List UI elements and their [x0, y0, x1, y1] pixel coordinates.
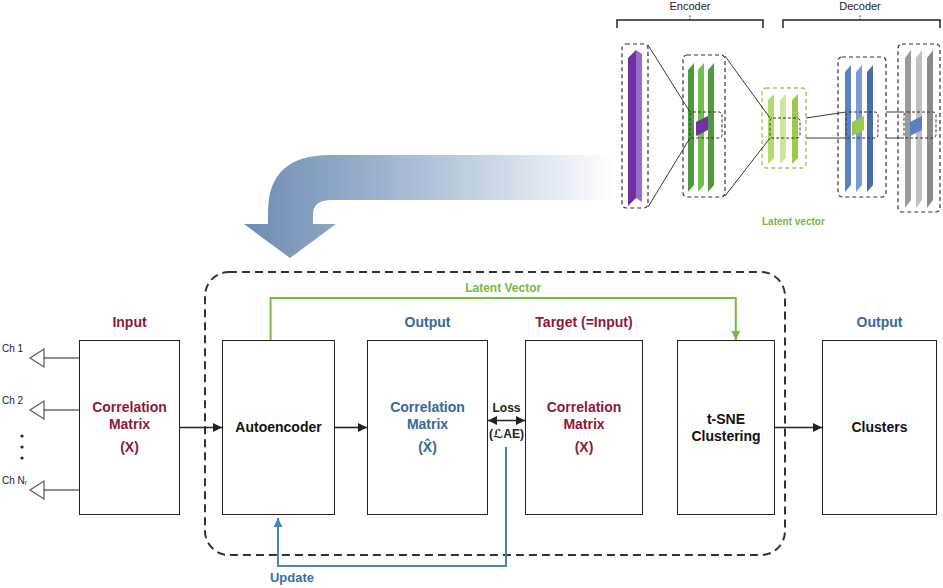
pipeline-frame	[205, 272, 785, 555]
output-box: OutputCorrelation Matrix(X̂)	[367, 340, 488, 515]
input-box: InputCorrelation Matrix(X)	[79, 340, 180, 515]
channel-label: Ch 1	[2, 343, 42, 354]
box-text: (X)	[571, 439, 598, 456]
layer-slab	[628, 50, 636, 206]
ellipsis-dot	[20, 445, 23, 448]
projection-line	[725, 138, 770, 196]
box-text: (X)	[116, 439, 143, 456]
feedback-label: Update	[252, 570, 332, 585]
kernel-frame	[846, 112, 878, 138]
box-heading: Output	[348, 314, 507, 330]
flow-arrow	[488, 420, 525, 422]
kernel-frame	[770, 118, 800, 138]
antenna-symbol	[30, 349, 79, 367]
box-heading: Output	[803, 314, 943, 330]
antenna-triangle	[30, 481, 44, 499]
box-body: Correlation Matrix (X̂)	[368, 341, 487, 514]
layer-slab	[708, 63, 714, 192]
flow-arrow	[271, 298, 736, 340]
layer-frame	[762, 88, 806, 168]
decoder-pointer	[860, 14, 861, 20]
projection-line	[886, 138, 904, 139]
box-text: t-SNE Clustering	[678, 411, 774, 445]
edge-label: Loss (ℒAE)	[484, 395, 530, 447]
projection-line	[725, 56, 770, 118]
output-box: OutputClusters	[822, 340, 937, 515]
ellipsis-dot	[20, 434, 23, 437]
box-body: Correlation Matrix (X)	[80, 341, 179, 514]
box-text: (X̂)	[414, 439, 441, 456]
projection-line	[806, 112, 846, 118]
kernel-patch	[910, 116, 922, 136]
kernel-patch	[696, 116, 708, 136]
projection-line	[886, 112, 904, 113]
process-box: t-SNE Clustering	[677, 340, 775, 515]
layer-slab	[867, 65, 873, 192]
layer-slab	[780, 94, 786, 164]
decoder-bracket	[783, 20, 940, 28]
layer-slab	[688, 63, 694, 192]
antenna-feed	[44, 357, 79, 358]
layer-slab	[768, 94, 774, 164]
box-body: Correlation Matrix (X)	[526, 341, 642, 514]
edge-label: Latent Vector	[433, 281, 573, 296]
section-label: Encoder	[650, 0, 730, 12]
projection-line	[806, 138, 846, 139]
process-box: Autoencoder	[222, 340, 335, 515]
layer-slab	[792, 94, 798, 164]
kernel-patch	[852, 116, 864, 136]
channel-label: Ch 2	[2, 395, 42, 406]
box-heading: Input	[60, 314, 199, 330]
box-body: Autoencoder	[223, 341, 334, 514]
encoder-pointer	[690, 14, 691, 20]
box-text: Autoencoder	[231, 419, 325, 436]
box-text: Correlation Matrix	[80, 399, 179, 433]
box-text: Correlation Matrix	[526, 399, 642, 433]
flow-arrow	[180, 427, 222, 429]
box-text: Correlation Matrix	[368, 399, 487, 433]
flow-arrow	[335, 427, 367, 429]
layer-slab	[927, 50, 933, 208]
kernel-frame	[904, 112, 936, 138]
ellipsis-dot	[20, 456, 23, 459]
projection-lines	[648, 45, 904, 207]
projection-line	[648, 138, 690, 207]
target-box: Target (=Input)Correlation Matrix(X)	[525, 340, 643, 515]
layer-slab	[636, 50, 642, 202]
box-body: Clusters	[823, 341, 936, 514]
flow-arrow	[775, 427, 822, 429]
encoder-bracket	[617, 20, 763, 28]
antenna-triangle	[30, 401, 44, 419]
layer-frame	[838, 57, 886, 197]
box-text: Clusters	[847, 419, 911, 436]
layer-frame	[898, 44, 940, 212]
section-label: Decoder	[820, 0, 900, 12]
layer-frame	[683, 55, 725, 197]
box-body: t-SNE Clustering	[678, 341, 774, 514]
antenna-triangle	[30, 349, 44, 367]
antenna-feed	[44, 409, 79, 410]
box-heading: Target (=Input)	[506, 314, 662, 330]
antenna-symbol	[30, 481, 79, 499]
layer-frame	[622, 44, 648, 208]
kernel-frame	[690, 112, 722, 138]
projection-line	[648, 45, 690, 112]
antenna-symbol	[30, 401, 79, 419]
antenna-feed	[44, 489, 79, 490]
latent-label: Latent vector	[762, 216, 852, 227]
transition-arrow	[244, 155, 615, 258]
channel-label: Ch Nᵣ	[2, 475, 42, 486]
